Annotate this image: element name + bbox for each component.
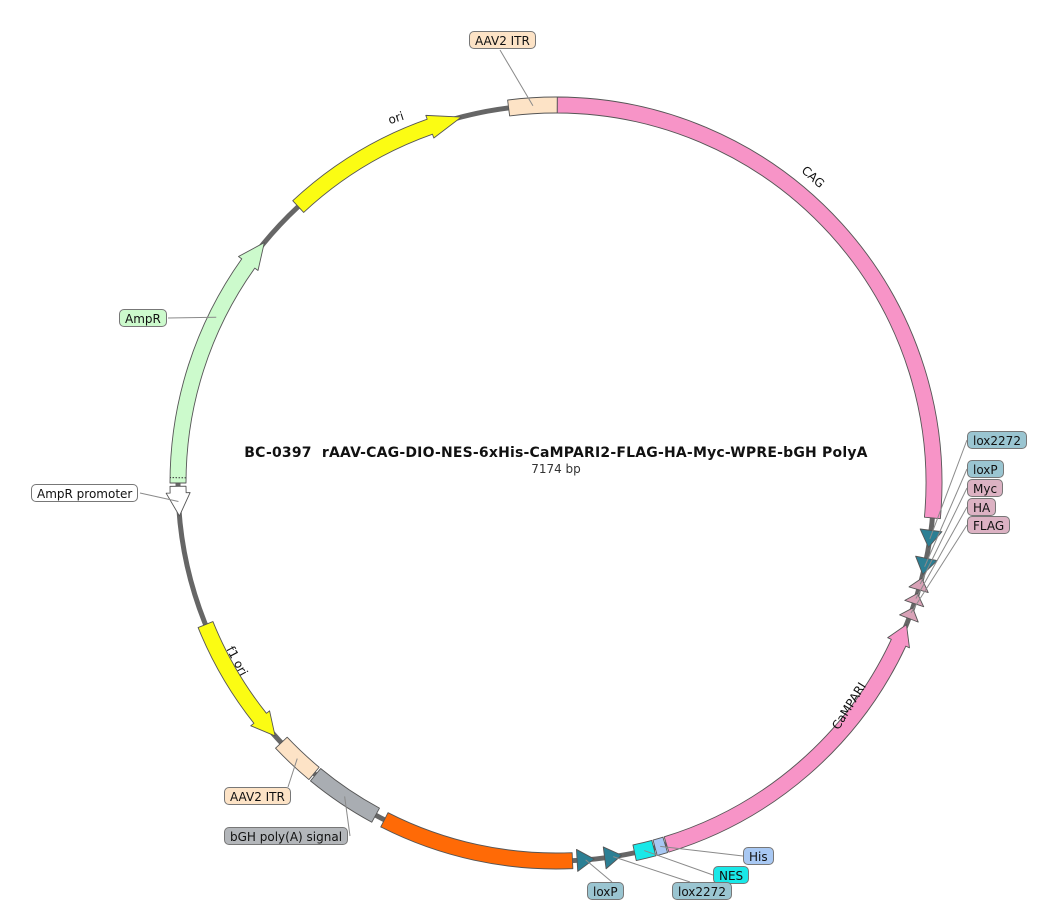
- ampr-promoter-leader: [139, 492, 179, 502]
- aav2-itr-top-arc: [507, 96, 558, 117]
- ha-arc: [904, 593, 925, 608]
- aav2-itr-bottom-leader: [287, 758, 298, 788]
- label-ori: ori: [386, 109, 405, 127]
- ha-leader: [915, 506, 968, 599]
- label-aav2-itr-bottom: AAV2 ITR: [224, 787, 291, 805]
- label-lox2272-right: lox2272: [967, 431, 1027, 449]
- his-leader: [660, 845, 744, 857]
- label-wpre: WPRE: [488, 826, 524, 842]
- feature-arcs: [165, 96, 943, 872]
- cag-arc: [556, 96, 943, 520]
- label-ampr: AmpR: [119, 309, 167, 327]
- myc-leader: [919, 487, 968, 585]
- label-bgh: bGH poly(A) signal: [224, 827, 349, 845]
- label-aav2-itr-top: AAV2 ITR: [469, 31, 536, 49]
- myc-arc: [908, 577, 929, 593]
- bgh-arc: [310, 768, 380, 823]
- label-lox2272-bottom: lox2272: [672, 882, 732, 900]
- loxp-bottom-arc: [576, 848, 595, 872]
- lox2272-right-arc: [919, 528, 943, 548]
- ampr-arc: [169, 242, 265, 484]
- f1-ori-arc: [197, 621, 276, 737]
- plasmid-title-block: BC-0397 rAAV-CAG-DIO-NES-6xHis-CaMPARI2-…: [0, 445, 1062, 476]
- loxp-bottom-leader: [585, 859, 613, 883]
- label-loxp-bottom: loxP: [587, 882, 624, 900]
- plasmid-size: 7174 bp: [531, 462, 581, 476]
- label-leaders: [139, 49, 968, 883]
- ori-arc: [292, 114, 462, 213]
- label-ampr-promoter: AmpR promoter: [31, 484, 139, 502]
- campari-arc: [663, 624, 910, 853]
- lox2272-right-leader: [929, 439, 968, 540]
- lox2272-bottom-leader: [613, 856, 691, 883]
- flag-leader: [910, 524, 968, 614]
- label-ha: HA: [967, 498, 997, 516]
- label-loxp-right: loxP: [967, 460, 1004, 478]
- label-nes: NES: [713, 866, 750, 884]
- bgh-leader: [344, 796, 351, 837]
- label-flag: FLAG: [967, 516, 1011, 534]
- loxp-right-leader: [924, 468, 968, 567]
- aav2-itr-top-leader: [499, 49, 534, 106]
- plasmid-title: BC-0397 rAAV-CAG-DIO-NES-6xHis-CaMPARI2-…: [244, 445, 868, 461]
- lox2272-bottom-arc: [602, 846, 623, 870]
- label-his: His: [743, 847, 774, 865]
- nes-leader: [644, 850, 714, 876]
- flag-arc: [899, 607, 919, 623]
- wpre-arc: [380, 812, 574, 870]
- aav2-itr-bottom-arc: [275, 736, 320, 781]
- ampr-leader: [167, 316, 217, 319]
- label-myc: Myc: [967, 479, 1004, 497]
